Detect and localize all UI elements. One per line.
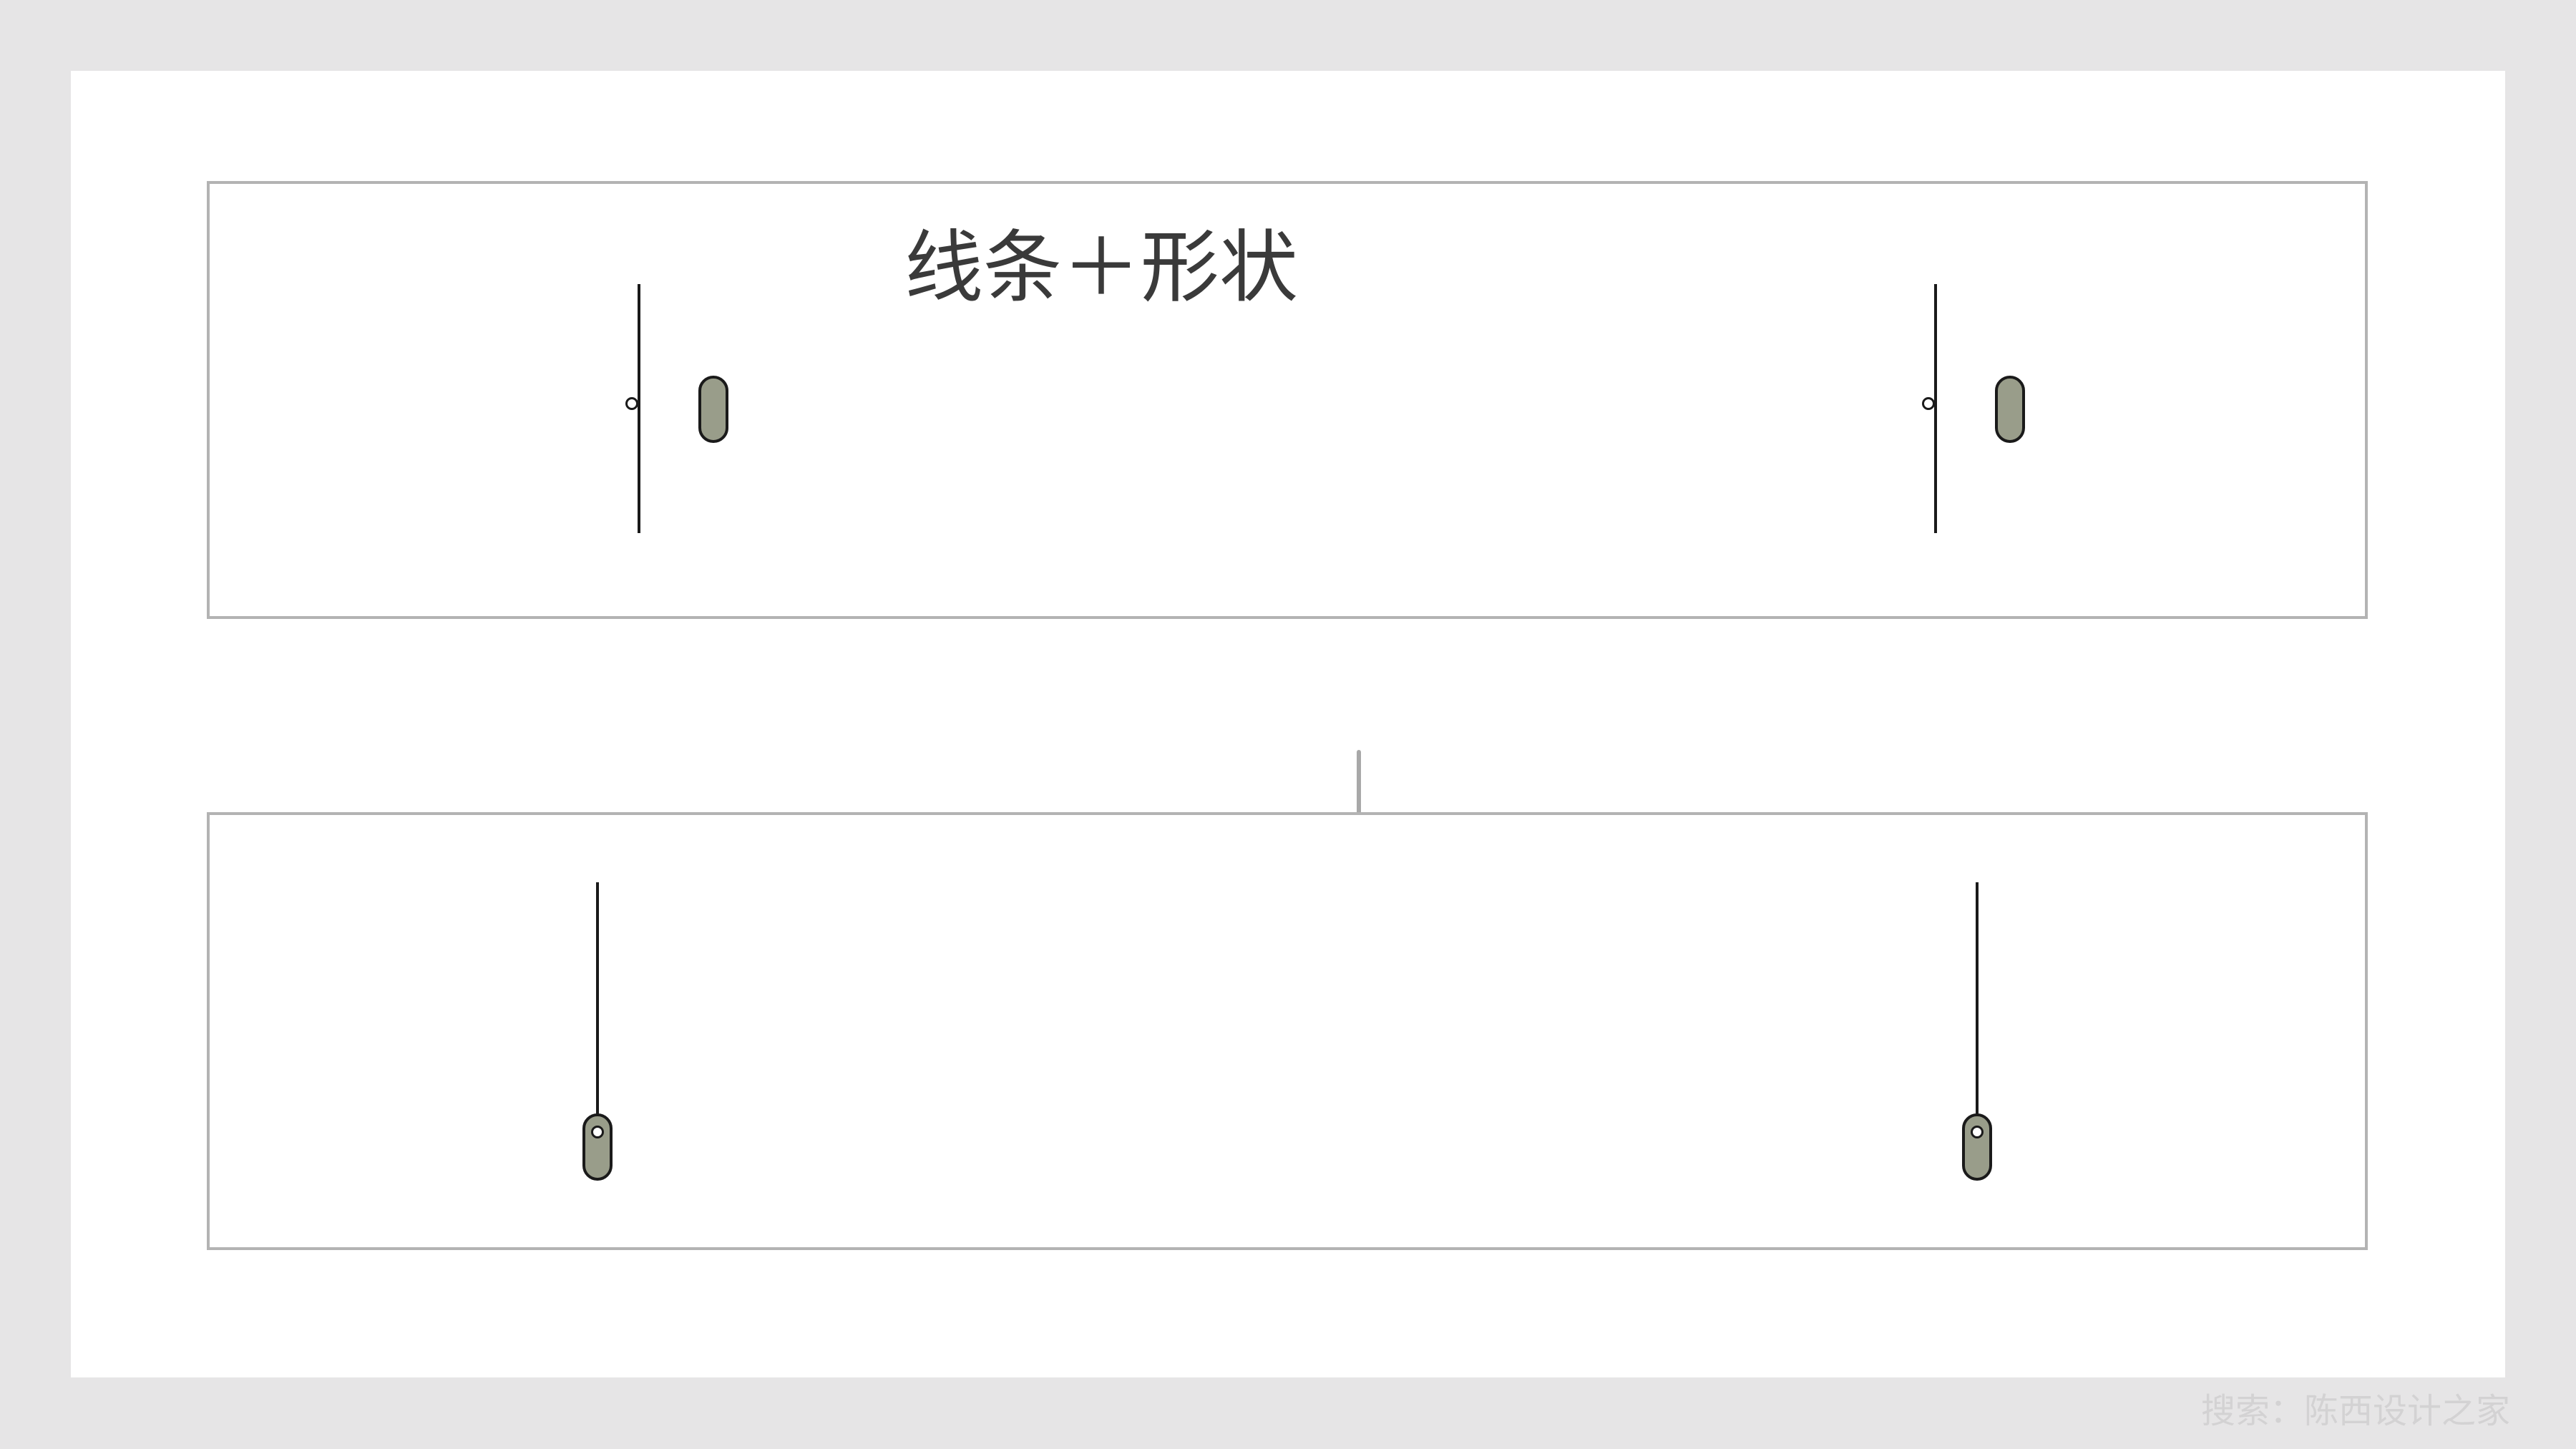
left-hanging-circle-icon <box>591 1126 604 1138</box>
right-small-circle-icon <box>1922 397 1935 410</box>
slide-canvas: 线条＋形状 <box>71 71 2505 1377</box>
right-hanging-circle-icon <box>1971 1126 1984 1138</box>
watermark-text: 搜索：陈西设计之家 <box>2200 1391 2510 1431</box>
bottom-panel <box>207 812 2368 1250</box>
title-text: 线条＋形状 <box>904 222 1298 313</box>
right-vertical-line <box>1934 284 1937 533</box>
top-panel <box>207 181 2368 619</box>
right-pill-shape-icon <box>1995 376 2025 443</box>
left-hanging-pill-icon <box>582 1113 613 1181</box>
left-vertical-line <box>638 284 640 533</box>
right-hanging-line <box>1976 882 1979 1126</box>
left-pill-shape-icon <box>698 376 728 443</box>
left-small-circle-icon <box>625 397 638 410</box>
left-hanging-line <box>596 882 599 1126</box>
right-hanging-pill-icon <box>1962 1113 1992 1181</box>
